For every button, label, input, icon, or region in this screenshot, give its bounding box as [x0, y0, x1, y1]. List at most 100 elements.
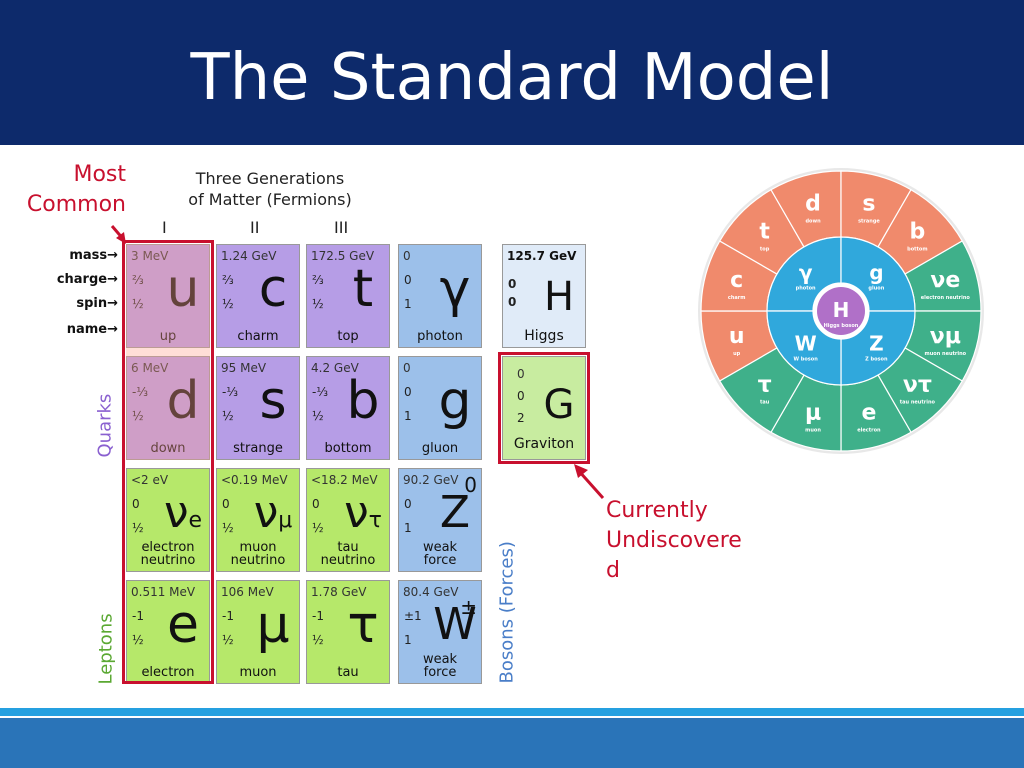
particle-name: tau: [337, 665, 359, 680]
particle-mass: 1.24 GeV: [221, 249, 277, 263]
particle-mass: <2 eV: [131, 473, 169, 487]
particle-charge: 0: [404, 385, 412, 399]
wheel-label: photon: [796, 286, 816, 292]
particle-mass: 125.7 GeV: [507, 249, 577, 263]
particle-muon: 106 MeV -1 ½ μ muon: [216, 580, 300, 684]
first-generation-quark-tint: [126, 244, 210, 460]
particle-charge: -1: [132, 609, 144, 623]
particle-mass: 0: [517, 367, 525, 381]
particle-spin: 1: [404, 521, 412, 535]
generation-label: II: [250, 218, 260, 237]
particle-charge: 0: [517, 389, 525, 403]
name-line: weak: [422, 652, 458, 667]
particle-symbol: W: [433, 599, 477, 650]
particle-symbol: c: [258, 259, 288, 319]
row-label-mass: mass→: [69, 248, 118, 263]
symbol-base: ν: [163, 487, 189, 538]
particle-mass: 95 MeV: [221, 361, 267, 375]
particle-name: up: [159, 329, 177, 344]
particle-mass: 4.2 GeV: [311, 361, 359, 375]
particle-down: 6 MeV -⅓ ½ d down: [126, 356, 210, 460]
title-bar: [0, 0, 1024, 145]
footer-bar: [0, 708, 1024, 768]
particle-charge: 0: [222, 497, 230, 511]
particle-spin: ½: [132, 409, 144, 423]
particle-mass: 106 MeV: [221, 585, 274, 599]
wheel-label: down: [805, 219, 821, 225]
wheel-symbol: W: [795, 331, 817, 355]
wheel-label: W boson: [794, 356, 819, 362]
generation-label: I: [162, 218, 167, 237]
particle-superscript: ±: [460, 595, 477, 619]
name-line: neutrino: [230, 553, 286, 568]
wheel-label: electron: [857, 427, 881, 433]
particle-spin: ½: [222, 521, 234, 535]
wheel-label: strange: [858, 219, 880, 225]
particle-name: electron: [141, 665, 195, 680]
particle-charge: 0: [404, 497, 412, 511]
particle-mass: <0.19 MeV: [221, 473, 288, 487]
name-line: tau: [337, 540, 359, 555]
particle-spin: ½: [312, 297, 324, 311]
particle-name: charm: [237, 329, 279, 344]
particle-spin: ½: [222, 633, 234, 647]
particle-spin: ½: [312, 521, 324, 535]
fermions-header-line: of Matter (Fermions): [188, 190, 352, 209]
particle-charm: 1.24 GeV ⅔ ½ c charm: [216, 244, 300, 348]
particle-symbol: τ: [347, 595, 379, 655]
particle-symbol: μ: [256, 595, 290, 655]
note-line: Undiscovere: [606, 528, 742, 553]
fermions-header-line: Three Generations: [195, 169, 345, 188]
particle-mass: <18.2 MeV: [311, 473, 378, 487]
particle-photon: 0 0 1 γ photon: [398, 244, 482, 348]
particle-symbol: H: [543, 274, 575, 320]
wheel-label: muon neutrino: [925, 351, 967, 357]
wheel-symbol: g: [869, 261, 883, 285]
particle-symbol: e: [167, 595, 199, 655]
wheel-symbol: d: [805, 192, 821, 217]
group-label-quarks: Quarks: [94, 393, 116, 458]
name-line: electron: [141, 540, 195, 555]
particle-tau: 1.78 GeV -1 ½ τ tau: [306, 580, 390, 684]
generation-label: III: [334, 218, 349, 237]
particle-name: photon: [417, 329, 463, 344]
particle-gluon: 0 0 1 g gluon: [398, 356, 482, 460]
row-label-spin: spin→: [76, 296, 118, 311]
particle-name: down: [150, 441, 186, 456]
particle-spin: ½: [132, 297, 144, 311]
symbol-base: ν: [253, 487, 279, 538]
particle-spin: 2: [517, 411, 525, 425]
particle-charge: ⅔: [132, 273, 144, 287]
particle-graviton: 0 0 2 G Graviton: [502, 356, 586, 460]
particle-symbol: u: [166, 259, 200, 319]
particle-mass: 0: [403, 249, 411, 263]
particle-spin: ½: [312, 409, 324, 423]
wheel-label: bottom: [907, 247, 927, 253]
particle-mass: 0: [403, 361, 411, 375]
particle-charge: 0: [404, 273, 412, 287]
wheel-symbol: c: [730, 268, 743, 293]
particle-charge: ⅔: [222, 273, 234, 287]
wheel-label: top: [760, 247, 770, 253]
particle-spin: 1: [404, 409, 412, 423]
particle-symbol: t: [352, 259, 374, 319]
particle-symbol: G: [543, 382, 575, 428]
wheel-symbol: νμ: [930, 324, 961, 349]
arrow-head: [574, 464, 588, 478]
wheel-symbol: μ: [805, 400, 821, 425]
particle-symbol: νe: [155, 483, 211, 551]
particle-name: top: [337, 329, 359, 344]
symbol-subscript: e: [188, 508, 203, 533]
wheel-label: tau: [760, 399, 770, 405]
wheel-label: electron neutrino: [921, 295, 971, 301]
wheel-label: Z boson: [865, 356, 888, 362]
particle-charge: ±1: [404, 609, 422, 623]
particle-mass: 90.2 GeV: [403, 473, 459, 487]
particle-name: muon: [239, 665, 277, 680]
particle-symbol: g: [438, 371, 472, 431]
particle-mass: 1.78 GeV: [311, 585, 367, 599]
